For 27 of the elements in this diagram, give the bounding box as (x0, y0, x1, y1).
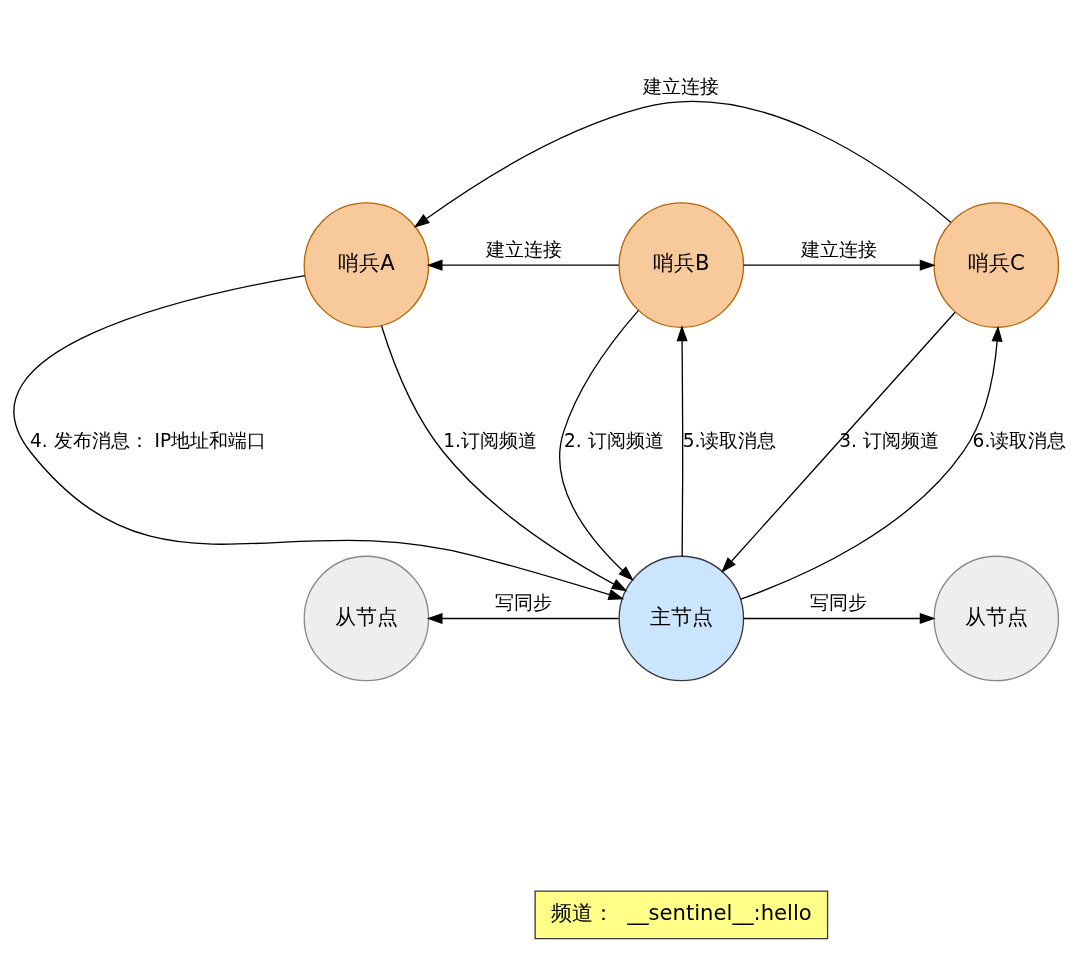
edge-label: 建立连接 (800, 238, 877, 260)
edge-label: 4. 发布消息： IP地址和端口 (30, 429, 267, 451)
edge-label: 3. 订阅频道 (839, 429, 939, 451)
arrow (413, 100, 952, 228)
edge-label: 6.读取消息 (972, 429, 1067, 451)
arrow (742, 612, 936, 624)
edge-label: 写同步 (810, 591, 868, 613)
arrow (426, 259, 620, 271)
arrow (676, 324, 688, 557)
arrow (558, 309, 640, 581)
edge-label: 2. 订阅频道 (564, 429, 664, 451)
arrow (742, 259, 936, 271)
arrow (721, 311, 956, 573)
node-box: 频道： __sentinel__:hello (534, 889, 829, 939)
node-circle: 从节点 (303, 555, 430, 681)
edge-label: 1.订阅频道 (443, 429, 537, 451)
edge-label: 建立连接 (643, 75, 720, 97)
edge-label: 5.读取消息 (682, 429, 777, 451)
arrow (380, 324, 628, 591)
arrow (426, 612, 620, 624)
node-circle: 哨兵B (618, 201, 745, 328)
edge-label: 写同步 (495, 591, 553, 613)
arrow (740, 325, 1003, 600)
edge-label: 建立连接 (485, 238, 562, 260)
node-circle: 从节点 (933, 555, 1060, 681)
arrow (13, 274, 625, 600)
node-circle: 哨兵C (933, 201, 1060, 328)
